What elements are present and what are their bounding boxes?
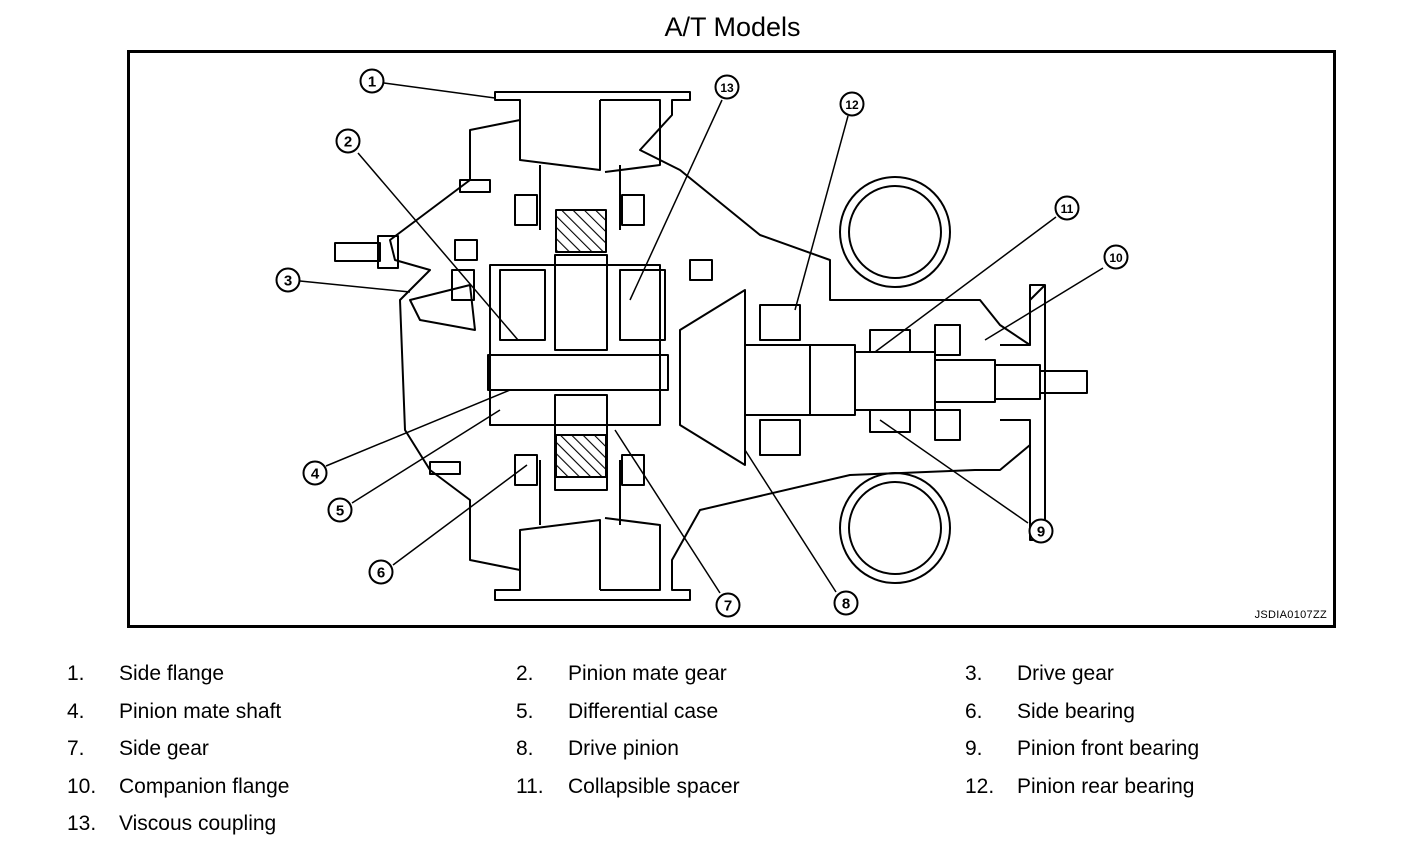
svg-text:9: 9 — [1037, 524, 1045, 541]
callout-1: 1 — [359, 68, 385, 94]
callout-6: 6 — [368, 559, 394, 585]
svg-text:8: 8 — [842, 596, 850, 613]
svg-text:5: 5 — [336, 503, 344, 520]
svg-text:4: 4 — [311, 466, 320, 483]
callout-9: 9 — [1028, 518, 1054, 544]
callout-4: 4 — [302, 460, 328, 486]
lower-side-gear — [555, 434, 607, 478]
callout-7: 7 — [715, 592, 741, 618]
callout-5: 5 — [327, 497, 353, 523]
housing-outline — [389, 91, 1046, 601]
callout-3: 3 — [275, 267, 301, 293]
companion-flange — [1000, 284, 1046, 470]
figure-code: JSDIA0107ZZ — [1254, 609, 1327, 621]
left-stub — [334, 242, 381, 262]
callout-10: 10 — [1103, 244, 1129, 270]
callout-8: 8 — [833, 590, 859, 616]
callout-12: 12 — [839, 91, 865, 117]
callout-11: 11 — [1054, 195, 1080, 221]
svg-text:6: 6 — [377, 565, 385, 582]
pinion-mate-shaft — [487, 354, 669, 391]
callout-13: 13 — [714, 74, 740, 100]
svg-text:3: 3 — [284, 273, 292, 290]
drive-pinion — [744, 344, 856, 416]
svg-text:13: 13 — [720, 81, 734, 95]
upper-side-gear — [555, 209, 607, 253]
svg-text:1: 1 — [368, 74, 376, 91]
upper-side-flange — [519, 99, 661, 230]
differential-cross-section: 1 2 3 4 5 6 7 8 9 10 11 12 13 — [275, 68, 1129, 618]
lower-side-flange — [519, 460, 661, 591]
svg-text:12: 12 — [845, 98, 859, 112]
lower-boss — [839, 472, 951, 584]
diagram-title: A/T Models — [664, 12, 801, 42]
drive-gear — [409, 284, 476, 331]
svg-text:10: 10 — [1109, 251, 1123, 265]
upper-boss — [839, 176, 951, 288]
callout-2: 2 — [335, 128, 361, 154]
diagram-frame: JSDIA0107ZZ — [127, 50, 1336, 628]
svg-text:11: 11 — [1061, 202, 1074, 216]
svg-text:2: 2 — [344, 134, 352, 151]
svg-text:7: 7 — [724, 598, 732, 615]
